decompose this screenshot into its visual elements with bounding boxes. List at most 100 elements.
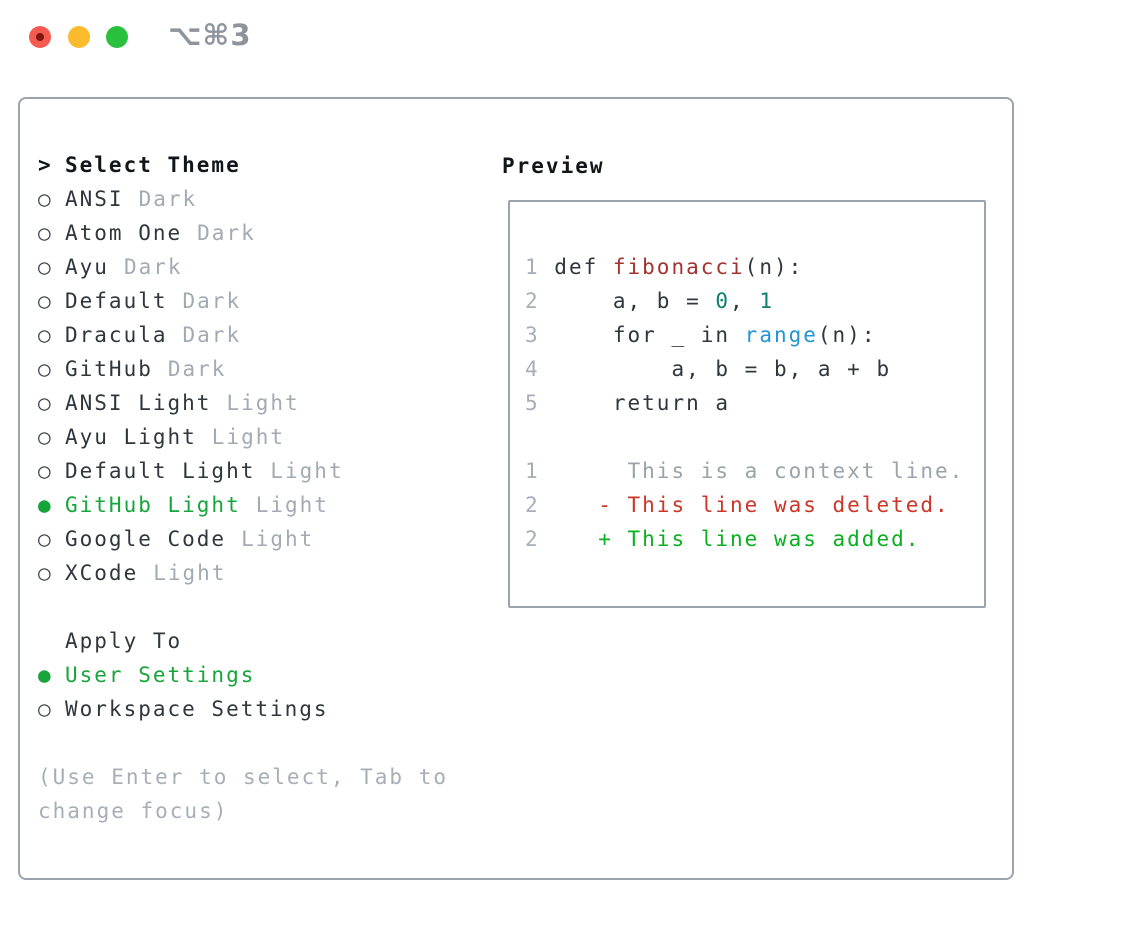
radio-icon: ○: [38, 425, 53, 449]
theme-option-default-dark[interactable]: ○ Default Dark: [38, 284, 474, 318]
line-number: 2: [525, 289, 540, 313]
minimize-button[interactable]: [68, 26, 90, 48]
code-token: return a: [539, 391, 731, 415]
zoom-button[interactable]: [106, 26, 128, 48]
theme-name: Google Code: [65, 527, 227, 551]
line-number: 1: [525, 255, 540, 279]
preview-pane: [508, 200, 986, 608]
line-number: 4: [525, 357, 540, 381]
radio-selected-icon: ●: [38, 493, 53, 517]
apply-option-workspace-settings[interactable]: ○ Workspace Settings: [38, 692, 474, 726]
radio-icon: ○: [38, 561, 53, 585]
theme-name: Dracula: [65, 323, 168, 347]
theme-variant-tag: Light: [211, 425, 286, 449]
theme-option-dracula-dark[interactable]: ○ Dracula Dark: [38, 318, 474, 352]
code-line: 2 a, b = 0, 1: [525, 284, 964, 318]
radio-icon: ○: [38, 289, 53, 313]
theme-variant-tag: Dark: [123, 255, 183, 279]
window-title: ⌥⌘3: [168, 18, 252, 52]
theme-variant-tag: Dark: [138, 187, 198, 211]
apply-option-label: Workspace Settings: [65, 697, 329, 721]
theme-name: Ayu Light: [65, 425, 197, 449]
theme-option-github-light[interactable]: ● GitHub Light Light: [38, 488, 474, 522]
theme-name: GitHub: [65, 357, 153, 381]
theme-name: Ayu: [65, 255, 109, 279]
apply-option-label: User Settings: [65, 663, 256, 687]
radio-icon: ○: [38, 357, 53, 381]
code-token: a, b =: [539, 289, 716, 313]
code-token: a, b = b, a + b: [539, 357, 892, 381]
theme-option-github-dark[interactable]: ○ GitHub Dark: [38, 352, 474, 386]
code-token: for _ in: [539, 323, 745, 347]
theme-variant-tag: Light: [241, 527, 315, 551]
number-literal-token: 1: [759, 289, 774, 313]
builtin-token: range: [744, 323, 818, 347]
diff-added-line: 2 + This line was added.: [525, 522, 964, 556]
radio-icon: ○: [38, 391, 53, 415]
theme-variant-tag: Light: [226, 391, 300, 415]
prompt-icon: >: [38, 153, 53, 177]
theme-variant-tag: Dark: [182, 323, 242, 347]
radio-icon: ○: [38, 221, 53, 245]
apply-to-label: Apply To: [65, 629, 183, 653]
line-number: 2: [525, 493, 540, 517]
preview-header: Preview: [502, 154, 605, 178]
added-text: + This line was added.: [539, 527, 921, 551]
theme-option-google-code-light[interactable]: ○ Google Code Light: [38, 522, 474, 556]
line-number: 2: [525, 527, 540, 551]
theme-option-ansi-light[interactable]: ○ ANSI Light Light: [38, 386, 474, 420]
context-text: This is a context line.: [539, 459, 965, 483]
theme-name: Default: [65, 289, 168, 313]
select-theme-header: > Select Theme: [38, 148, 474, 182]
code-token: ,: [730, 289, 760, 313]
line-number: 5: [525, 391, 540, 415]
apply-option-user-settings[interactable]: ● User Settings: [38, 658, 474, 692]
theme-name: ANSI: [65, 187, 124, 211]
theme-option-ayu-light[interactable]: ○ Ayu Light Light: [38, 420, 474, 454]
apply-to-header: Apply To: [38, 624, 474, 658]
number-literal-token: 0: [715, 289, 731, 313]
theme-variant-tag: Light: [270, 459, 344, 483]
select-theme-label: Select Theme: [65, 153, 241, 177]
theme-name: Atom One: [65, 221, 183, 245]
theme-option-atom-one-dark[interactable]: ○ Atom One Dark: [38, 216, 474, 250]
radio-icon: ○: [38, 459, 53, 483]
radio-icon: ○: [38, 527, 53, 551]
theme-name: XCode: [65, 561, 139, 585]
theme-name: ANSI Light: [65, 391, 212, 415]
radio-icon: ○: [38, 697, 53, 721]
diff-deleted-line: 2 - This line was deleted.: [525, 488, 964, 522]
line-number: 1: [525, 459, 540, 483]
theme-variant-tag: Light: [255, 493, 329, 517]
theme-option-default-light[interactable]: ○ Default Light Light: [38, 454, 474, 488]
blank-line: [525, 420, 964, 454]
theme-variant-tag: Dark: [167, 357, 227, 381]
radio-icon: ○: [38, 255, 53, 279]
line-number: 3: [525, 323, 540, 347]
code-token: (n):: [744, 255, 804, 279]
theme-option-ayu-dark[interactable]: ○ Ayu Dark: [38, 250, 474, 284]
theme-variant-tag: Dark: [197, 221, 256, 245]
theme-option-ansi-dark[interactable]: ○ ANSI Dark: [38, 182, 474, 216]
keyboard-hint: (Use Enter to select, Tab to change focu…: [38, 765, 449, 823]
theme-variant-tag: Dark: [182, 289, 242, 313]
code-line: 1 def fibonacci(n):: [525, 250, 964, 284]
code-token: (n):: [817, 323, 877, 347]
diff-context-line: 1 This is a context line.: [525, 454, 964, 488]
titlebar: ⌥⌘3: [0, 0, 1140, 72]
theme-variant-tag: Light: [153, 561, 227, 585]
code-line: 4 a, b = b, a + b: [525, 352, 964, 386]
theme-option-xcode-light[interactable]: ○ XCode Light: [38, 556, 474, 590]
radio-icon: ○: [38, 187, 53, 211]
theme-name: Default Light: [65, 459, 256, 483]
theme-name: GitHub Light: [65, 493, 241, 517]
radio-icon: ○: [38, 323, 53, 347]
code-line: 5 return a: [525, 386, 964, 420]
code-token: def: [539, 255, 613, 279]
radio-selected-icon: ●: [38, 663, 53, 687]
close-button[interactable]: [29, 26, 51, 48]
spacer: [38, 726, 474, 760]
spacer: [38, 590, 474, 624]
